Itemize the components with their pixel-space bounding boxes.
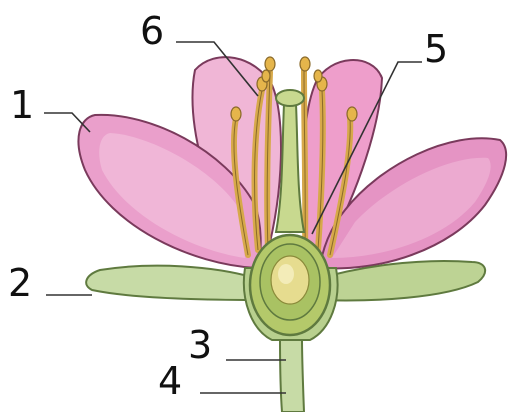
stigma xyxy=(276,90,304,106)
label-2: 2 xyxy=(8,264,32,302)
label-3: 3 xyxy=(188,326,212,364)
anther-4 xyxy=(300,57,310,71)
sepal-left xyxy=(86,266,262,300)
label-4: 4 xyxy=(158,362,182,400)
label-6: 6 xyxy=(140,12,164,50)
anther-7 xyxy=(262,70,270,82)
anther-1 xyxy=(231,107,241,121)
label-5: 5 xyxy=(424,30,448,68)
ovule-highlight xyxy=(278,264,294,284)
anther-8 xyxy=(314,70,322,82)
anther-6 xyxy=(347,107,357,121)
stem xyxy=(280,338,304,412)
label-1: 1 xyxy=(10,86,34,124)
anther-3 xyxy=(265,57,275,71)
